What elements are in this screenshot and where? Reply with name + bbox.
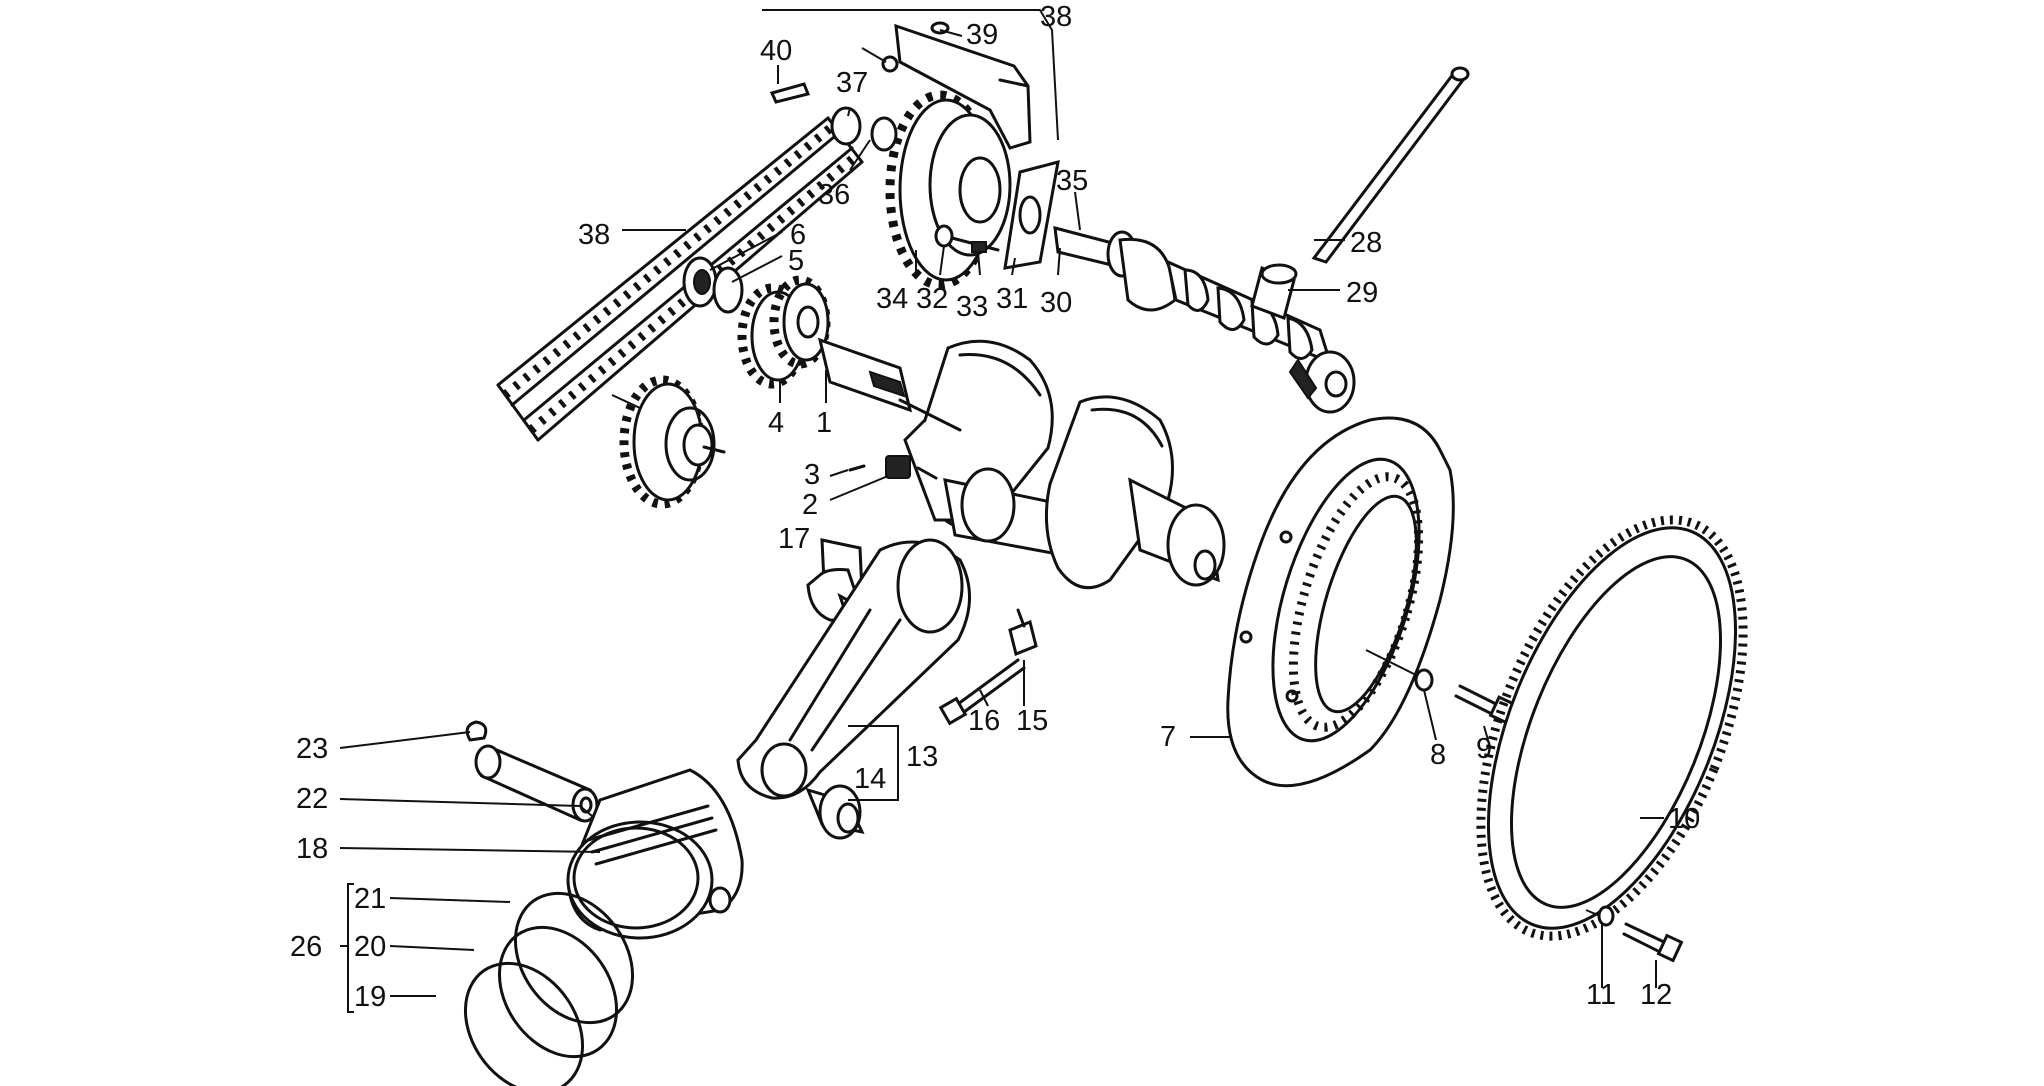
part-label-39: 40 bbox=[760, 35, 792, 67]
camshaft bbox=[1053, 225, 1356, 414]
piston-rings bbox=[463, 891, 635, 1086]
part-label-37: 38 bbox=[1040, 1, 1072, 33]
flywheel bbox=[1226, 416, 1455, 788]
part-label-8: 8 bbox=[1430, 739, 1446, 771]
cam-flange bbox=[1003, 159, 1060, 270]
part-label-30: 32 bbox=[916, 283, 948, 315]
part-label-7: 7 bbox=[1160, 721, 1176, 753]
rod-bolt bbox=[938, 658, 1026, 726]
gudgeon-pin-clip bbox=[465, 720, 488, 742]
part-label-19: 19 bbox=[354, 981, 386, 1013]
part-label-29: 31 bbox=[996, 283, 1028, 315]
part-label-2: 2 bbox=[802, 489, 818, 521]
part-label-10: 10 bbox=[1668, 803, 1700, 835]
part-label-17: 17 bbox=[778, 523, 810, 555]
part-label-33: 35 bbox=[1056, 165, 1088, 197]
crankshaft bbox=[898, 339, 1226, 590]
tensioner-washers bbox=[769, 55, 899, 152]
part-label-31: 33 bbox=[956, 291, 988, 323]
crank-plug bbox=[848, 455, 911, 479]
tensioner-bracket bbox=[894, 21, 1032, 150]
gudgeon-pin bbox=[474, 744, 599, 823]
lower-chain-sprocket bbox=[619, 375, 726, 509]
part-label-34: 36 bbox=[818, 179, 850, 211]
crankshaft-sprocket bbox=[737, 275, 831, 389]
part-label-1: 1 bbox=[816, 407, 832, 439]
connecting-rod bbox=[736, 538, 971, 800]
part-label-11: 11 bbox=[1586, 979, 1616, 1011]
flywheel-washer bbox=[1414, 668, 1434, 692]
part-label-13: 13 bbox=[906, 741, 938, 773]
pushrod bbox=[1311, 66, 1470, 264]
part-labels: 40 39 38 37 36 38 6 5 35 28 29 34 32 33 … bbox=[290, 1, 1700, 1013]
piston bbox=[566, 768, 744, 940]
ring-gear-bolt bbox=[1622, 922, 1684, 963]
part-label-36: 38 bbox=[578, 219, 610, 251]
part-label-23: 23 bbox=[296, 733, 328, 765]
part-label-15: 15 bbox=[1016, 705, 1048, 737]
part-label-28: 30 bbox=[1040, 287, 1072, 319]
part-label-20: 20 bbox=[354, 931, 386, 963]
part-label-25: 26 bbox=[290, 931, 322, 963]
rod-nut bbox=[1008, 608, 1038, 657]
part-label-22: 22 bbox=[296, 783, 328, 815]
leader-lines bbox=[339, 9, 1664, 1013]
part-label-27: 29 bbox=[1346, 277, 1378, 309]
part-label-14: 14 bbox=[854, 763, 886, 795]
part-label-6: 6 bbox=[790, 219, 806, 251]
part-label-18: 18 bbox=[296, 833, 328, 865]
part-label-4: 4 bbox=[768, 407, 784, 439]
cam-bolt bbox=[934, 224, 1000, 253]
camshaft-sprocket bbox=[885, 90, 1012, 290]
part-label-26: 28 bbox=[1350, 227, 1382, 259]
ring-gear-washer bbox=[1597, 905, 1615, 927]
part-label-21: 21 bbox=[354, 883, 386, 915]
part-label-3: 3 bbox=[804, 459, 820, 491]
part-label-16: 16 bbox=[968, 705, 1000, 737]
crank-washers bbox=[682, 256, 744, 314]
part-label-12: 12 bbox=[1640, 979, 1672, 1011]
part-label-38: 39 bbox=[966, 19, 998, 51]
part-label-9: 9 bbox=[1476, 733, 1492, 765]
part-label-35: 37 bbox=[836, 67, 868, 99]
part-label-5: 5 bbox=[788, 245, 804, 277]
part-label-32: 34 bbox=[876, 283, 908, 315]
starter-ring-gear bbox=[1476, 515, 1748, 941]
crankshaft-nose bbox=[817, 337, 913, 413]
tappet bbox=[1250, 263, 1298, 320]
